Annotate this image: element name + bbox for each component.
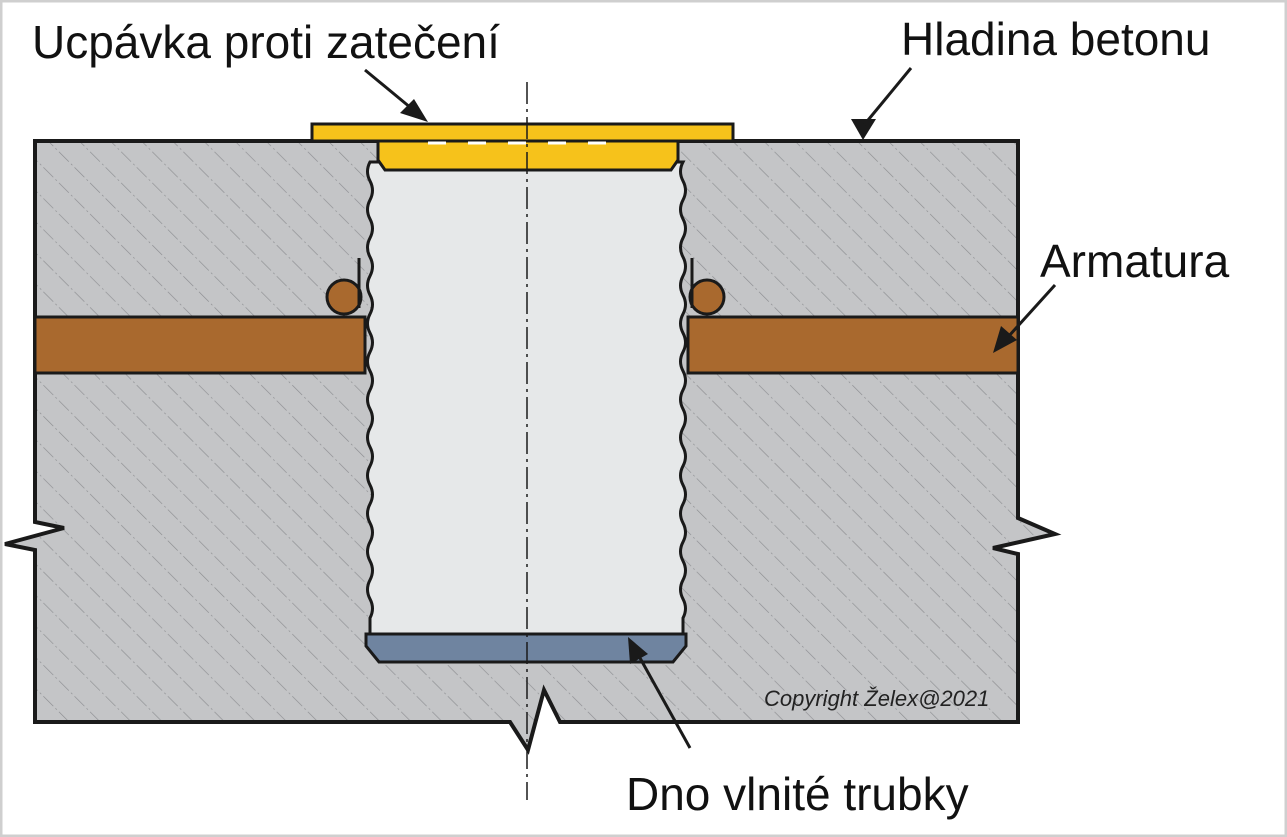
label-rebar: Armatura — [1040, 235, 1230, 287]
seal-plate — [310, 122, 735, 143]
label-concrete-level: Hladina betonu — [901, 13, 1210, 65]
seal-arrowhead — [400, 99, 428, 122]
label-tube-bottom: Dno vlnité trubky — [626, 768, 969, 820]
concrete-level-marker — [851, 119, 876, 140]
concrete-level-leader — [862, 67, 913, 126]
rebar-bar-right — [686, 315, 1020, 375]
tube-bottom-arrowhead — [628, 637, 648, 664]
tube-bottom — [364, 632, 688, 664]
rebar-arrowhead — [993, 326, 1017, 353]
copyright-text: Copyright Želex@2021 — [764, 686, 989, 711]
rebar-leader — [1006, 283, 1057, 339]
rebar-bar-left — [33, 315, 367, 375]
rebar-circle-right — [688, 278, 726, 316]
rebar-circle-left — [325, 278, 363, 316]
label-seal: Ucpávka proti zatečení — [32, 16, 500, 68]
tube-bottom-leader — [638, 657, 692, 749]
seal-plug — [376, 139, 680, 172]
seal-leader — [364, 68, 412, 110]
